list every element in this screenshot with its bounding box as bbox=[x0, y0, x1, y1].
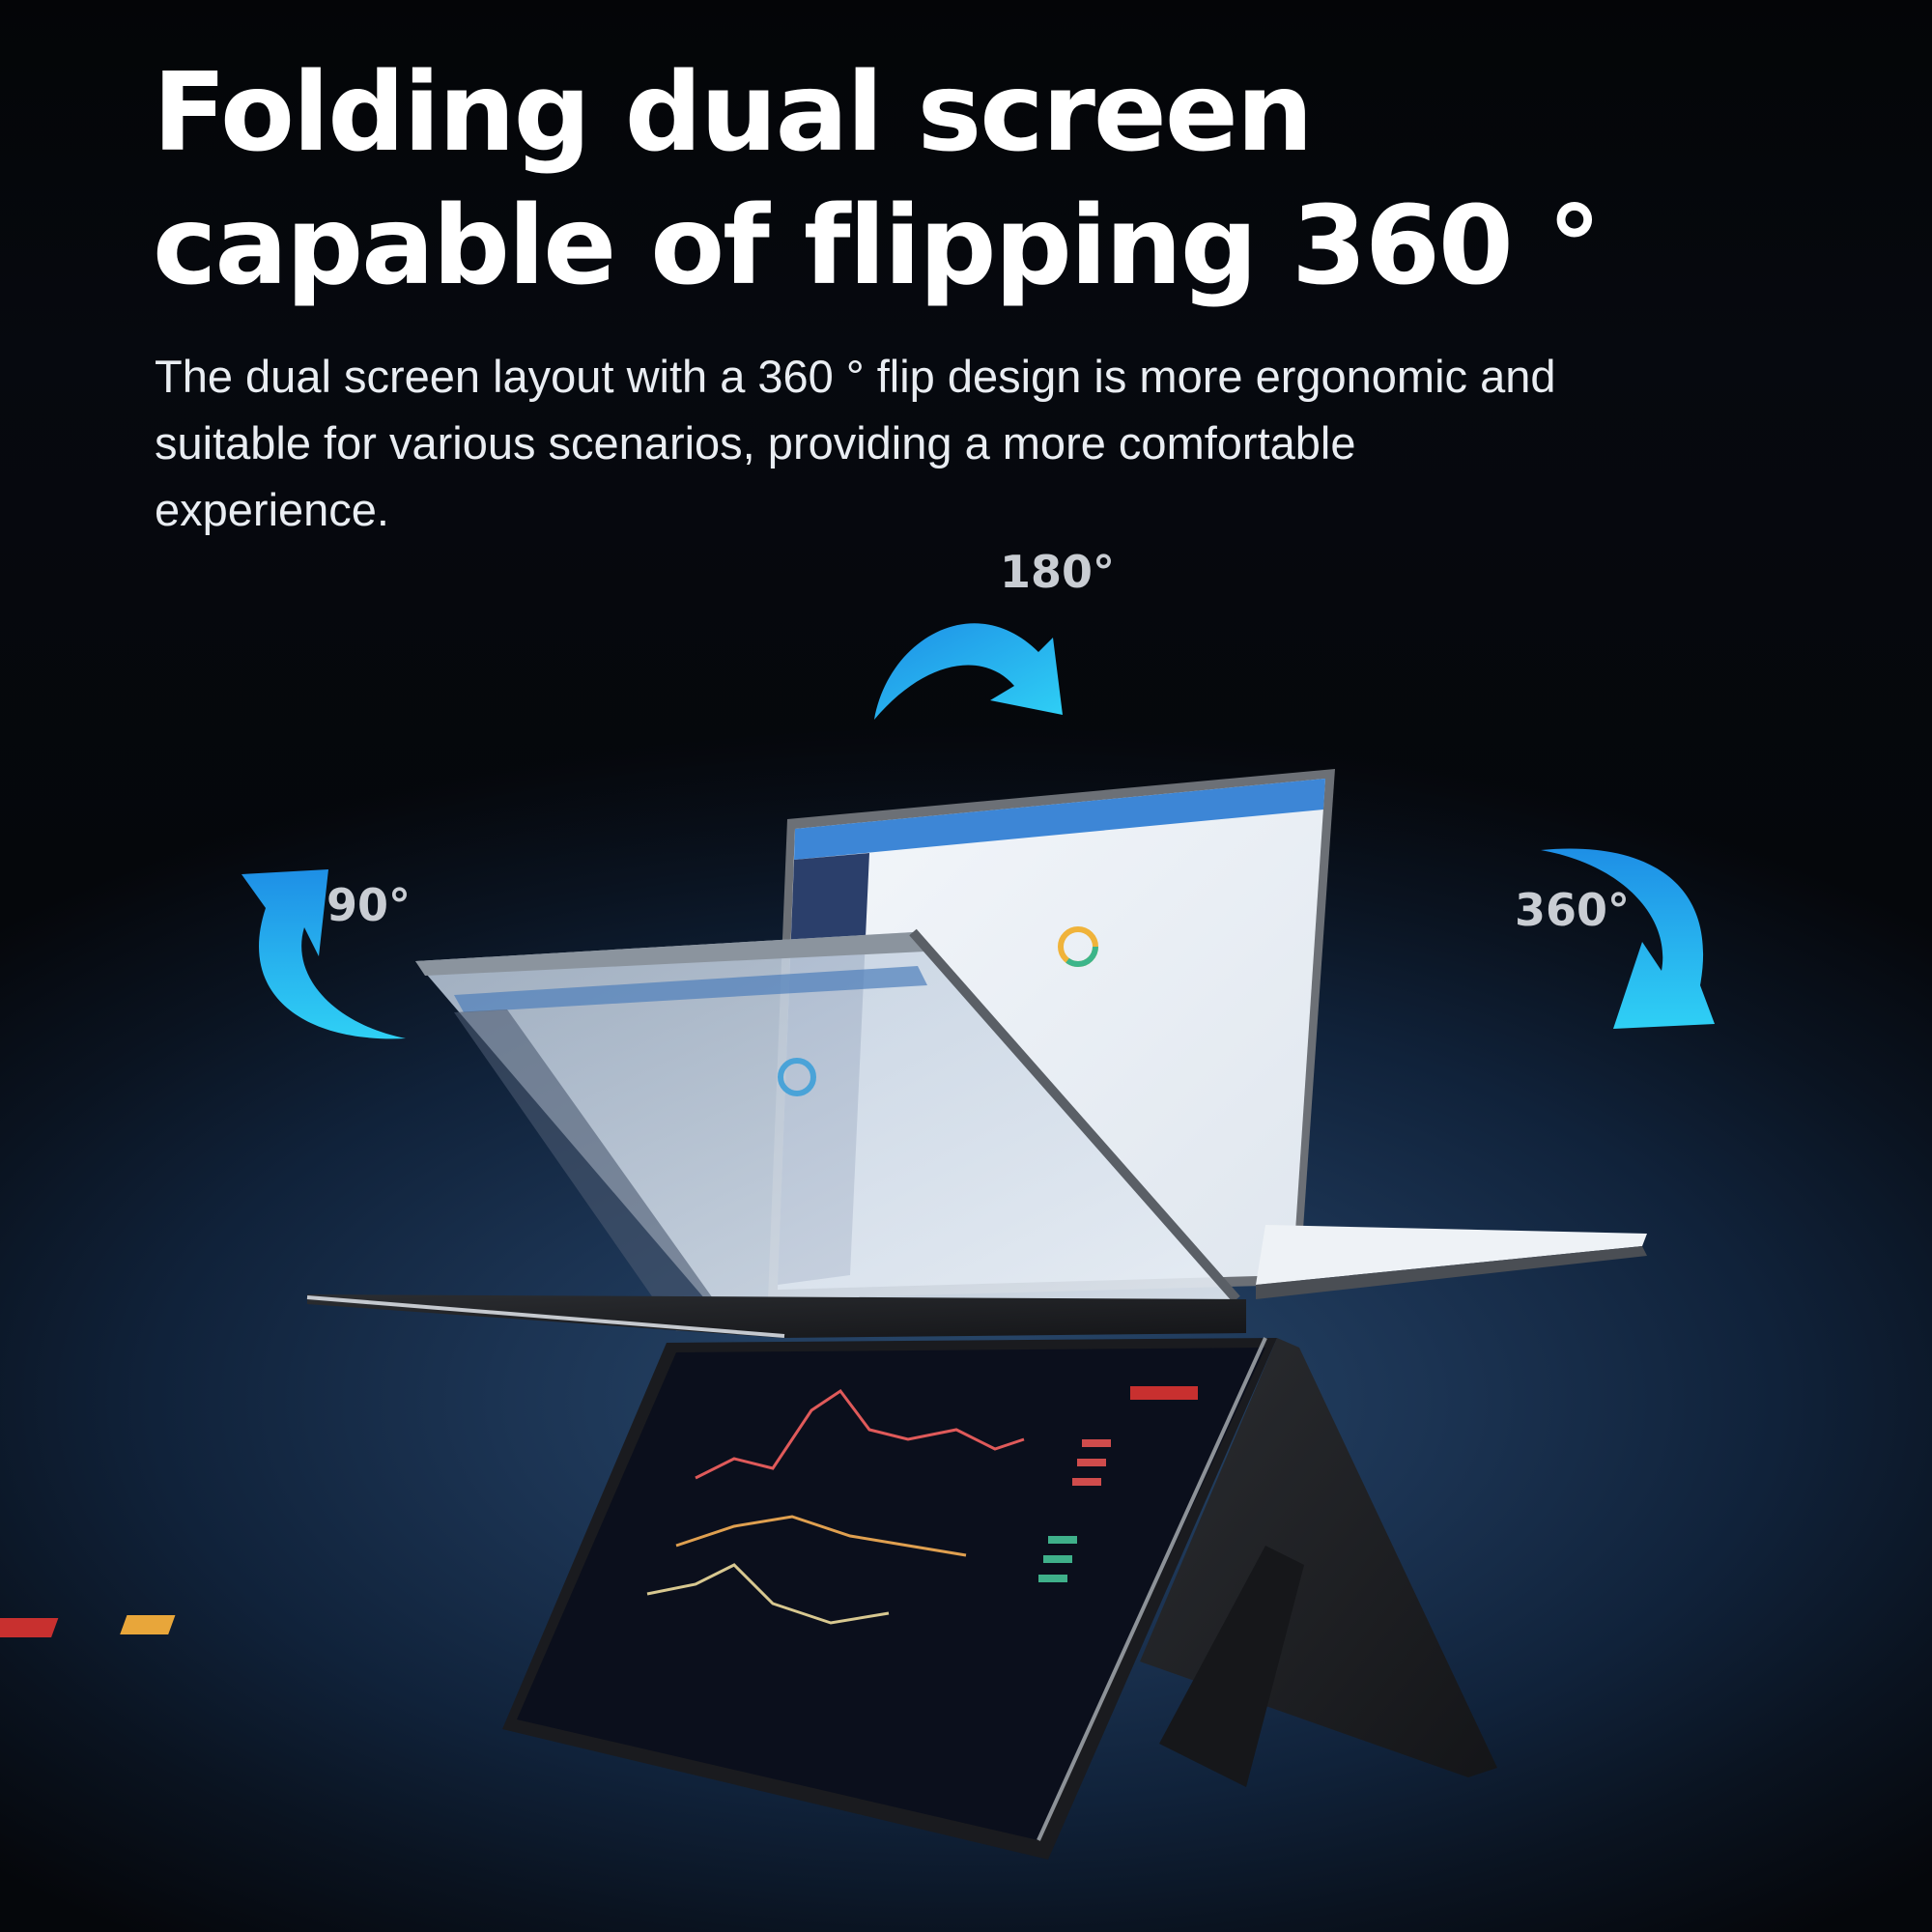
angle-label-360: 360° bbox=[1515, 884, 1631, 936]
angle-label-90: 90° bbox=[327, 879, 412, 931]
tilted-translucent-screen bbox=[415, 928, 1240, 1333]
curved-arrow-up-icon bbox=[242, 869, 406, 1039]
hinge-base bbox=[307, 1294, 1246, 1338]
curved-arrow-right-icon bbox=[874, 623, 1063, 720]
description-text: The dual screen layout with a 360 ° flip… bbox=[155, 351, 1556, 535]
headline-line-2: capable of flipping 360 ° bbox=[153, 184, 1602, 309]
background-top-fade bbox=[0, 0, 1932, 869]
angle-label-180: 180° bbox=[1000, 546, 1116, 598]
front-trading-screen bbox=[0, 1338, 1277, 1860]
page-headline: Folding dual screen capable of flipping … bbox=[153, 46, 1602, 313]
flat-screen-right bbox=[1256, 1225, 1647, 1285]
headline-line-1: Folding dual screen bbox=[153, 50, 1314, 176]
curved-arrow-down-icon bbox=[1541, 848, 1715, 1029]
